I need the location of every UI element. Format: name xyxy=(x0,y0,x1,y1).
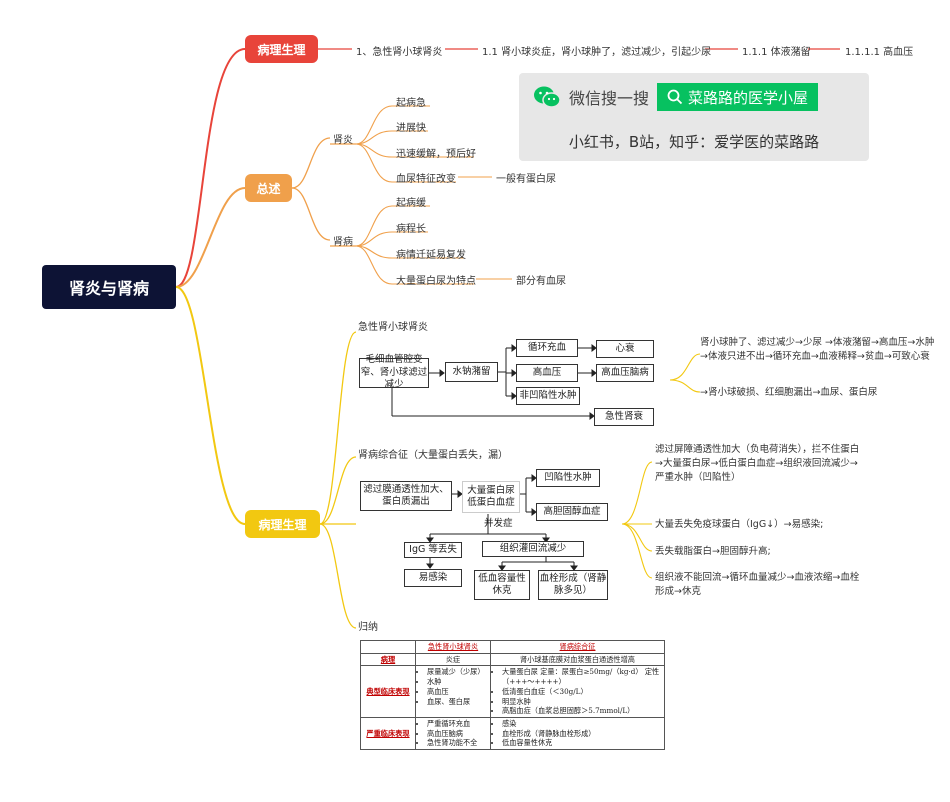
row-header: 病理 xyxy=(360,652,416,667)
search-box[interactable]: 菜路路的医学小屋 xyxy=(657,83,819,111)
summary-title[interactable]: 归纳 xyxy=(358,622,378,633)
list-item: 大量蛋白尿 定量：尿蛋白≥50mg/（kg·d） 定性（+++～++++） xyxy=(502,667,661,686)
agn-box-encephalopathy: 高血压脑病 xyxy=(596,364,654,382)
ns-note[interactable]: 滤过屏障通透性加大（负电荷消失），拦不住蛋白→大量蛋白尿→低白蛋白血症→组织液回… xyxy=(655,444,860,483)
table-row: 严重临床表现 严重循环充血 高血压脑病 急性肾功能不全 感染 血栓形成（肾静脉血… xyxy=(360,717,665,751)
list-item: 高血压脑病 xyxy=(427,729,487,739)
nephritis-extra[interactable]: 一般有蛋白尿 xyxy=(496,174,556,185)
chain-node-2[interactable]: 1.1 肾小球炎症，肾小球肿了，滤过减少，引起少尿 xyxy=(482,47,712,58)
nephrosis-item[interactable]: 起病缓 xyxy=(396,198,426,209)
nephritis-item[interactable]: 血尿特征改变 xyxy=(396,174,456,185)
ns-note[interactable]: 组织液不能回流→循环血量减少→血液浓缩→血栓形成→休克 xyxy=(655,572,860,597)
wechat-icon xyxy=(534,86,561,108)
list-item: 严重循环充血 xyxy=(427,719,487,729)
branch-pathophysiology-top[interactable]: 病理生理 xyxy=(245,35,318,63)
list-item: 明显水肿 xyxy=(502,697,661,707)
nephrosis-item[interactable]: 大量蛋白尿为特点 xyxy=(396,276,476,287)
agn-box-start: 毛细血管腔变窄、肾小球滤过减少 xyxy=(359,354,429,391)
banner-subtitle: 小红书，B站，知乎：爱学医的菜路路 xyxy=(568,133,820,151)
ns-box-perfusion: 组织灌回流减少 xyxy=(482,541,584,557)
table-cell: 尿量减少（少尿） 水肿 高血压 血尿、蛋白尿 xyxy=(415,665,491,719)
list-item: 高脂血症（血浆总胆固醇＞5.7mmol/L） xyxy=(502,706,661,716)
table-cell: 感染 血栓形成（肾静脉血栓形成） 低血容量性休克 xyxy=(490,717,665,751)
overview-nephrosis[interactable]: 肾病 xyxy=(333,237,353,248)
ns-box-hyperlipidemia: 高胆固醇血症 xyxy=(536,503,608,521)
search-icon xyxy=(667,89,683,105)
chain-node-1[interactable]: 1、急性肾小球肾炎 xyxy=(356,47,443,58)
agn-box-renal-failure: 急性肾衰 xyxy=(594,408,654,426)
ns-box-thrombosis: 血栓形成（肾静脉多见） xyxy=(538,570,608,600)
table-row: 典型临床表现 尿量减少（少尿） 水肿 高血压 血尿、蛋白尿 大量蛋白尿 定量：尿… xyxy=(360,665,665,719)
list-item: 水肿 xyxy=(427,677,487,687)
chain-node-3[interactable]: 1.1.1 体液潴留 xyxy=(742,47,811,58)
agn-box-retention: 水钠潴留 xyxy=(445,362,498,382)
table-header-row: 急性肾小球肾炎 肾病综合征 xyxy=(360,640,665,654)
list-item: 低血容量性休克 xyxy=(502,738,661,748)
branch-overview[interactable]: 总述 xyxy=(245,174,292,202)
row-header: 典型临床表现 xyxy=(360,665,416,719)
agn-note-2[interactable]: →肾小球破损、红细胞漏出→血尿、蛋白尿 xyxy=(700,387,878,398)
branch-pathophysiology-main[interactable]: 病理生理 xyxy=(245,510,320,538)
table-cell: 严重循环充血 高血压脑病 急性肾功能不全 xyxy=(415,717,491,751)
table-col-header: 肾病综合征 xyxy=(490,640,665,654)
nephritis-item[interactable]: 起病急 xyxy=(396,98,426,109)
nephritis-item[interactable]: 迅速缓解，预后好 xyxy=(396,149,476,160)
agn-box-hypertension: 高血压 xyxy=(516,364,578,382)
table-cell: 大量蛋白尿 定量：尿蛋白≥50mg/（kg·d） 定性（+++～++++） 低清… xyxy=(490,665,665,719)
agn-box-edema: 非凹陷性水肿 xyxy=(516,387,580,405)
list-item: 血尿、蛋白尿 xyxy=(427,697,487,707)
nephritis-item[interactable]: 进展快 xyxy=(396,123,426,134)
overview-nephritis[interactable]: 肾炎 xyxy=(333,135,353,146)
ns-box-infection: 易感染 xyxy=(404,569,462,587)
agn-box-circulation: 循环充血 xyxy=(516,339,578,357)
search-term: 菜路路的医学小屋 xyxy=(688,88,809,107)
nephrosis-item[interactable]: 病程长 xyxy=(396,224,426,235)
search-prefix: 微信搜一搜 xyxy=(569,89,650,108)
nephrosis-item[interactable]: 病情迁延易复发 xyxy=(396,250,466,261)
list-item: 低清蛋白血症（＜30g/L） xyxy=(502,687,661,697)
chain-node-4[interactable]: 1.1.1.1 高血压 xyxy=(845,47,914,58)
table-cell: 肾小球基底膜对血浆蛋白通透性增高 xyxy=(490,652,665,667)
ns-note[interactable]: 大量丢失免疫球蛋白（IgG↓）→易感染; xyxy=(655,519,824,530)
table-corner xyxy=(360,640,416,654)
nephrosis-extra[interactable]: 部分有血尿 xyxy=(516,276,566,287)
ns-box-hypovolemia: 低血容量性休克 xyxy=(474,570,530,600)
table-col-header: 急性肾小球肾炎 xyxy=(415,640,491,654)
ns-note[interactable]: 丢失载脂蛋白→胆固醇升高; xyxy=(655,546,771,557)
ns-box-igg: IgG 等丢失 xyxy=(404,542,462,558)
row-header: 严重临床表现 xyxy=(360,717,416,751)
ns-complication: 并发症 xyxy=(484,518,513,529)
ns-box-start: 滤过膜通透性加大、蛋白质漏出 xyxy=(360,481,452,511)
ns-title[interactable]: 肾病综合征（大量蛋白丢失，漏） xyxy=(358,450,508,461)
list-item: 尿量减少（少尿） xyxy=(427,667,487,677)
list-item: 高血压 xyxy=(427,687,487,697)
agn-title[interactable]: 急性肾小球肾炎 xyxy=(358,322,428,333)
table-row: 病理 炎症 肾小球基底膜对血浆蛋白通透性增高 xyxy=(360,652,665,667)
ns-box-pitting-edema: 凹陷性水肿 xyxy=(536,469,600,487)
agn-note-1[interactable]: 肾小球肿了、滤过减少→少尿 →体液潴留→高血压→水肿→体液只进不出→循环充血→血… xyxy=(700,337,935,362)
root-node[interactable]: 肾炎与肾病 xyxy=(42,265,176,309)
list-item: 感染 xyxy=(502,719,661,729)
wechat-banner: 微信搜一搜 菜路路的医学小屋 小红书，B站，知乎：爱学医的菜路路 xyxy=(519,73,869,161)
ns-box-proteinuria: 大量蛋白尿 低蛋白血症 xyxy=(462,481,520,513)
list-item: 急性肾功能不全 xyxy=(427,738,487,748)
table-cell: 炎症 xyxy=(415,652,491,667)
list-item: 血栓形成（肾静脉血栓形成） xyxy=(502,729,661,739)
agn-box-heart-failure: 心衰 xyxy=(596,340,654,358)
summary-table: 急性肾小球肾炎 肾病综合征 病理 炎症 肾小球基底膜对血浆蛋白通透性增高 典型临… xyxy=(360,640,665,751)
